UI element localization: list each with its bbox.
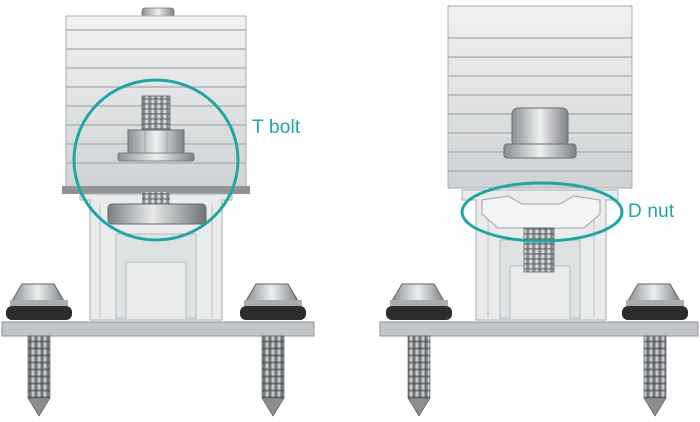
self-drilling-screw-icon: [240, 283, 306, 417]
clamp-icon: [447, 5, 633, 189]
t-bolt-label: T bolt: [252, 117, 301, 138]
roof-sheet: [379, 321, 699, 337]
t-bolt-callout: [72, 78, 240, 242]
d-nut-callout: [460, 181, 624, 243]
self-drilling-screw-icon: [386, 283, 452, 417]
roof-sheet: [1, 321, 315, 337]
left-assembly: [1, 7, 315, 417]
t-bolt-icon: [107, 95, 207, 225]
self-drilling-screw-icon: [6, 283, 72, 417]
right-assembly: [379, 5, 699, 417]
hex-head-icon: [503, 107, 577, 159]
d-nut-label: D nut: [628, 201, 675, 222]
self-drilling-screw-icon: [622, 283, 688, 417]
d-nut-icon: [481, 195, 601, 273]
